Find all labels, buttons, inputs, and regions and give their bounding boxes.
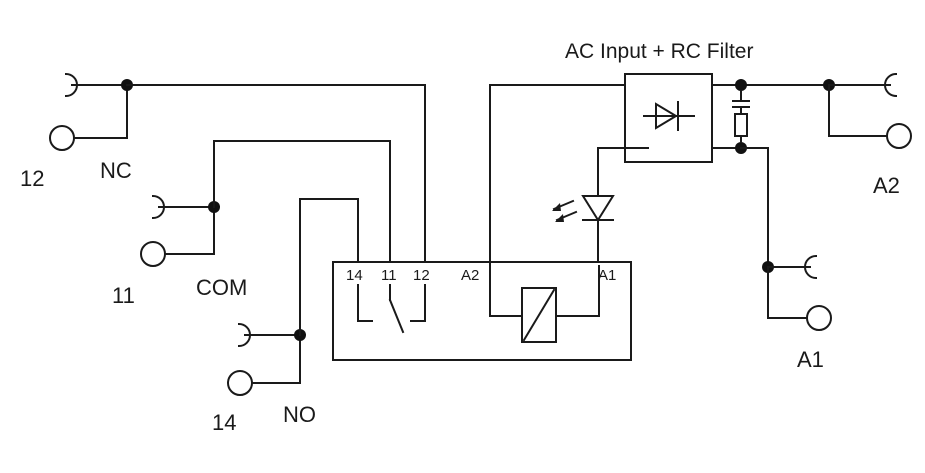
terminal-label-a2: A2 [873, 173, 900, 198]
a2-ring-lead [828, 84, 888, 137]
terminal-label-com: COM [196, 275, 247, 300]
no-ring-lead [251, 334, 301, 384]
wire-com-to-pin11 [213, 140, 391, 263]
terminal-label-a1: A1 [797, 347, 824, 372]
com-terminal-ring [140, 241, 166, 267]
a1-socket-hook [804, 254, 818, 280]
led-light-arrows-icon [552, 199, 578, 222]
bridge-diode-icon [643, 101, 695, 131]
wire-no-to-pin14 [299, 198, 359, 336]
wire-rc-to-a1 [740, 147, 769, 268]
no-terminal-ring [227, 370, 253, 396]
terminal-label-no: NO [283, 402, 316, 427]
a2-terminal-ring [886, 123, 912, 149]
a1-ring-lead [767, 266, 808, 319]
coil-diagonal [522, 288, 556, 342]
com-ring-lead [164, 206, 215, 255]
nc-terminal-ring [49, 125, 75, 151]
terminal-group-a1: A1 [740, 147, 832, 372]
relay-coil [489, 84, 600, 343]
wire-bridge-to-led [597, 147, 649, 197]
wire-nc-to-pin12 [126, 84, 426, 263]
terminal-label-12: 12 [20, 166, 44, 191]
terminal-label-nc: NC [100, 158, 132, 183]
terminal-label-11: 11 [112, 283, 135, 308]
terminal-group-no: 14 NO [212, 322, 316, 435]
a1-terminal-ring [806, 305, 832, 331]
terminal-group-com: 11 COM [112, 194, 247, 308]
led-diode-icon [581, 195, 615, 263]
coil-a1-lead [555, 265, 600, 317]
relay-module-box [332, 261, 632, 361]
rc-top-junction [735, 79, 747, 91]
relay-pin-12: 12 [413, 267, 430, 284]
contact-nc-leg [410, 284, 426, 322]
terminal-group-nc: 12 NC [20, 72, 133, 191]
relay-pin-a2: A2 [461, 267, 479, 284]
relay-contact-switch [357, 284, 426, 334]
terminal-label-14: 14 [212, 410, 236, 435]
a2-socket-hook [884, 72, 898, 98]
resistor-body [734, 113, 748, 137]
relay-pin-a1: A1 [598, 267, 616, 284]
relay-pin-14: 14 [346, 267, 363, 284]
rc-filter [732, 90, 750, 143]
nc-ring-lead [73, 84, 128, 139]
contact-blade [388, 298, 405, 334]
relay-pin-11: 11 [381, 267, 397, 284]
terminal-group-a2: A2 [823, 72, 912, 198]
module-title: AC Input + RC Filter [565, 40, 753, 63]
coil-a2-lead [489, 84, 523, 317]
contact-no-leg [357, 284, 373, 322]
rectifier-bridge-box [624, 73, 713, 163]
